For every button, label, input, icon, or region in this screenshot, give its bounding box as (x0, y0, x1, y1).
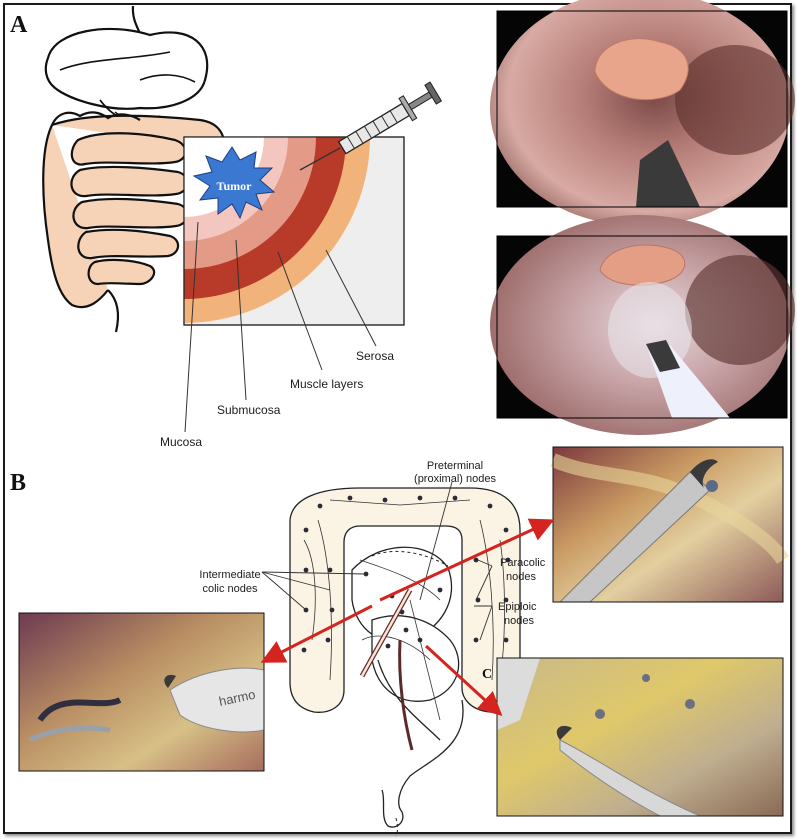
laparoscopy-photo-3 (496, 657, 784, 817)
gi-tract-illustration (42, 5, 227, 333)
node-leader-lines (261, 481, 493, 641)
lymph-nodes (301, 495, 511, 683)
endoscopy-photo-2 (490, 215, 795, 435)
muscle-layers-label: Muscle layers (290, 377, 363, 391)
colon-node-diagram (289, 487, 521, 828)
instrument-label: harmo (218, 687, 257, 709)
epiploic-label-1: Epiploic (498, 601, 537, 613)
panel-label-b: B (10, 470, 27, 496)
mucosa-label: Mucosa (160, 435, 202, 449)
intermediate-label-1: Intermediate (199, 569, 260, 581)
tumor-label: Tumor (217, 179, 253, 193)
serosa-label: Serosa (356, 349, 394, 363)
arrow-to-photo-2 (260, 604, 373, 663)
epiploic-label-2: nodes (504, 615, 534, 627)
tumor-shape (192, 146, 276, 220)
preterminal-label-1: Preterminal (427, 460, 483, 472)
arrow-to-photo-3 (424, 644, 503, 717)
paracolic-label-2: nodes (506, 571, 536, 583)
red-arrows (260, 518, 555, 717)
submucosa-label: Submucosa (217, 403, 281, 417)
laparoscopy-photo-1 (550, 446, 789, 603)
intermediate-label-2: colic nodes (202, 583, 258, 595)
layer-leader-lines (184, 221, 377, 433)
panel-label-c: C (482, 667, 492, 682)
arrow-to-photo-1 (379, 518, 555, 602)
endoscopy-photo-1 (490, 0, 795, 226)
panel-label-a: A (10, 12, 28, 38)
laparoscopy-photo-2: harmo (18, 612, 265, 772)
paracolic-label-1: Paracolic (500, 557, 546, 569)
syringe-icon (299, 81, 443, 171)
preterminal-label-2: (proximal) nodes (414, 473, 496, 485)
